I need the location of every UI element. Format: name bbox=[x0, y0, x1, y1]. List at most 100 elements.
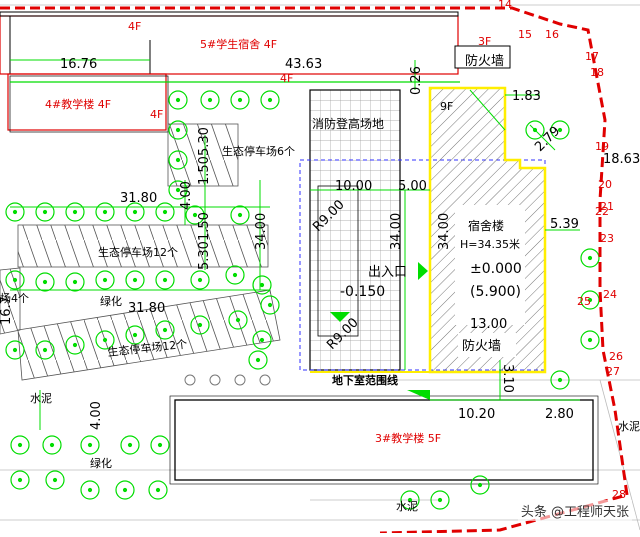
label-firewall-bottom: 防火墙 bbox=[462, 338, 501, 354]
parking-lot-4 bbox=[0, 267, 21, 335]
tree bbox=[248, 350, 268, 370]
tree-center bbox=[12, 209, 18, 215]
tree bbox=[200, 90, 220, 110]
tree bbox=[228, 310, 248, 330]
tree-center bbox=[72, 209, 78, 215]
dim-5-301-50: 5.301.50 bbox=[197, 212, 212, 270]
tree bbox=[550, 120, 570, 140]
dim-34-00-a: 34.00 bbox=[254, 213, 269, 250]
tree-center bbox=[237, 212, 243, 218]
tree-center bbox=[87, 487, 93, 493]
tree bbox=[525, 120, 545, 140]
tree bbox=[80, 435, 100, 455]
tree bbox=[155, 270, 175, 290]
dim-4-00-a: 4.00 bbox=[179, 181, 194, 210]
tree bbox=[5, 202, 25, 222]
dim-3-10: 3.10 bbox=[500, 364, 515, 393]
tree bbox=[65, 202, 85, 222]
dimension-lines bbox=[10, 60, 580, 430]
tree-center bbox=[49, 442, 55, 448]
tree bbox=[10, 435, 30, 455]
tree bbox=[260, 295, 280, 315]
tree bbox=[35, 202, 55, 222]
tree bbox=[155, 320, 175, 340]
boundary-point-26: 26 bbox=[609, 350, 623, 363]
dim-34-00-c: 34.00 bbox=[437, 213, 452, 250]
tree-center bbox=[17, 477, 23, 483]
tree-center bbox=[162, 327, 168, 333]
tree bbox=[430, 490, 450, 510]
label-firewall-top: 防火墙 bbox=[465, 53, 504, 69]
entrance-arrow-right bbox=[418, 262, 428, 280]
tree-center bbox=[72, 279, 78, 285]
parking-lot-3 bbox=[17, 289, 281, 381]
tree bbox=[95, 270, 115, 290]
tree-center bbox=[587, 255, 593, 261]
building-5-edge bbox=[0, 11, 459, 17]
label-park-2: 生态停车场12个 bbox=[98, 245, 178, 259]
dim-4-00-b: 4.00 bbox=[89, 401, 104, 430]
label-cement-3: 水泥 bbox=[618, 420, 640, 433]
tree-center bbox=[122, 487, 128, 493]
boundary-point-28: 28 bbox=[612, 488, 626, 501]
label-elev2: (5.900) bbox=[470, 284, 521, 300]
boundary-point-17: 17 bbox=[585, 50, 599, 63]
dim-31-80-b: 31.80 bbox=[128, 301, 165, 316]
label-elev1: ±0.000 bbox=[470, 261, 522, 277]
label-building-3: 3#教学楼 5F bbox=[375, 431, 441, 445]
entrance-arrow-down bbox=[330, 312, 350, 322]
tree-center bbox=[52, 477, 58, 483]
tree bbox=[230, 205, 250, 225]
dim-5-39: 5.39 bbox=[550, 217, 579, 232]
tree-center bbox=[12, 347, 18, 353]
tree bbox=[120, 435, 140, 455]
label-park-1: 生态停车场6个 bbox=[222, 144, 295, 158]
tree-center bbox=[132, 209, 138, 215]
label-dorm-height: H=34.35米 bbox=[460, 238, 520, 251]
tree bbox=[168, 120, 188, 140]
boundary-point-14: 14 bbox=[498, 0, 512, 11]
tree bbox=[125, 270, 145, 290]
boundary-point-16: 16 bbox=[545, 28, 559, 41]
tree-center bbox=[267, 302, 273, 308]
boundary-point-23: 23 bbox=[600, 232, 614, 245]
tree-center bbox=[232, 272, 238, 278]
tree bbox=[185, 205, 205, 225]
label-building-5: 5#学生宿舍 4F bbox=[200, 37, 277, 51]
label-4f-b: 4F bbox=[280, 72, 293, 85]
tree-center bbox=[102, 337, 108, 343]
dim-18-63: 18.63 bbox=[603, 152, 640, 167]
dim-10-20: 10.20 bbox=[458, 407, 495, 422]
tree bbox=[35, 340, 55, 360]
tree-center bbox=[87, 442, 93, 448]
tree bbox=[168, 90, 188, 110]
tree-center bbox=[587, 337, 593, 343]
dim-43-63: 43.63 bbox=[285, 57, 322, 72]
label-green-2: 绿化 bbox=[90, 456, 112, 470]
tree-center bbox=[557, 377, 563, 383]
fire-climbing-area bbox=[309, 89, 401, 371]
label-4f-c: 4F bbox=[150, 108, 163, 121]
tree-center bbox=[235, 317, 241, 323]
tree-center bbox=[259, 282, 265, 288]
tree-center bbox=[157, 442, 163, 448]
tree bbox=[10, 470, 30, 490]
boundary-point-19: 19 bbox=[595, 140, 609, 153]
tree-center bbox=[162, 277, 168, 283]
label-dorm: 宿舍楼 bbox=[468, 218, 504, 233]
tree-center bbox=[407, 497, 413, 503]
tree bbox=[125, 325, 145, 345]
tree bbox=[65, 335, 85, 355]
parking-lot-1 bbox=[167, 123, 239, 187]
dim-2-80: 2.80 bbox=[545, 407, 574, 422]
dim-16-76: 16.76 bbox=[60, 57, 97, 72]
tree bbox=[5, 270, 25, 290]
tree bbox=[168, 150, 188, 170]
tree-center bbox=[175, 97, 181, 103]
tree-center bbox=[162, 209, 168, 215]
tree-center bbox=[72, 342, 78, 348]
tree-center bbox=[42, 279, 48, 285]
boundary-point-25: 25 bbox=[577, 295, 591, 308]
tree-center bbox=[42, 347, 48, 353]
